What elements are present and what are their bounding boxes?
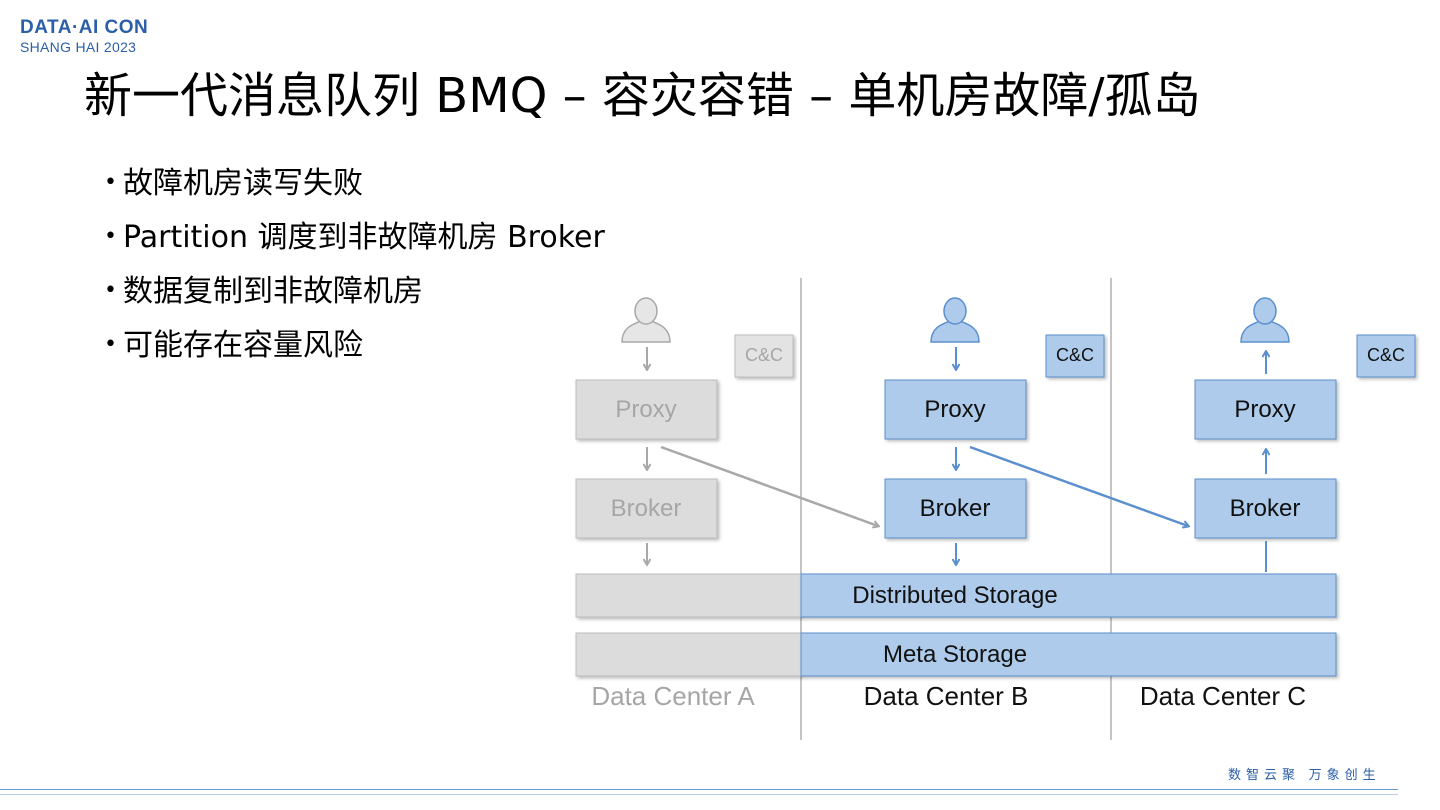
- bullet-item: 数据复制到非故障机房: [104, 272, 605, 326]
- conference-logo: DATA·AI CON SHANG HAI 2023: [20, 18, 148, 54]
- broker-box: [884, 478, 1027, 539]
- user-icon: [1240, 297, 1290, 343]
- user-icon: [621, 297, 671, 343]
- dc-label: Data Center C: [1140, 681, 1306, 711]
- dc-label: Data Center A: [591, 681, 755, 711]
- broker-box: [1194, 478, 1337, 539]
- proxy-label: Proxy: [615, 396, 676, 423]
- data-center-b: C&C Proxy Broker Data Center B: [864, 297, 1105, 711]
- meta-storage-failed-segment: [575, 632, 802, 677]
- slide-title: 新一代消息队列 BMQ – 容灾容错 – 单机房故障/孤岛: [84, 68, 1201, 124]
- arrow-proxy-a-to-broker-b: [660, 445, 878, 526]
- user-icon: [930, 297, 980, 343]
- footer-slogan: 数智云聚 万象创生: [1228, 767, 1381, 782]
- cc-box: [1356, 334, 1416, 378]
- cc-label: C&C: [1367, 345, 1405, 365]
- cc-label: C&C: [745, 345, 783, 365]
- cc-box: [1045, 334, 1105, 378]
- broker-label: Broker: [920, 495, 991, 522]
- bullet-item: 故障机房读写失败: [104, 164, 605, 218]
- broker-box: [575, 478, 718, 539]
- bullet-item: Partition 调度到非故障机房 Broker: [104, 218, 605, 272]
- broker-label: Broker: [611, 495, 682, 522]
- footer-rule: [0, 794, 1398, 795]
- proxy-box: [884, 379, 1027, 440]
- bullet-list: 故障机房读写失败 Partition 调度到非故障机房 Broker 数据复制到…: [104, 164, 605, 380]
- meta-storage-label: Meta Storage: [883, 641, 1027, 668]
- dc-label: Data Center B: [864, 681, 1029, 711]
- distributed-storage-failed-segment: [575, 573, 802, 618]
- proxy-box: [575, 379, 718, 440]
- footer-rule: [0, 789, 1398, 790]
- proxy-label: Proxy: [1234, 396, 1295, 423]
- distributed-storage-bar: [800, 573, 1337, 618]
- proxy-label: Proxy: [924, 396, 985, 423]
- distributed-storage-label: Distributed Storage: [852, 582, 1057, 609]
- arrow-proxy-b-to-broker-c: [969, 445, 1188, 526]
- data-center-c: C&C Proxy Broker Data Center C: [1140, 297, 1416, 711]
- cc-label: C&C: [1056, 345, 1094, 365]
- bullet-item: 可能存在容量风险: [104, 326, 605, 380]
- data-center-a: C&C Proxy Broker Data Center A: [575, 297, 794, 711]
- logo-line-2: SHANG HAI 2023: [20, 39, 137, 55]
- proxy-box: [1194, 379, 1337, 440]
- cc-box: [734, 334, 794, 378]
- broker-label: Broker: [1230, 495, 1301, 522]
- logo-line-1: DATA·AI CON: [20, 17, 149, 38]
- meta-storage-bar: [800, 632, 1337, 677]
